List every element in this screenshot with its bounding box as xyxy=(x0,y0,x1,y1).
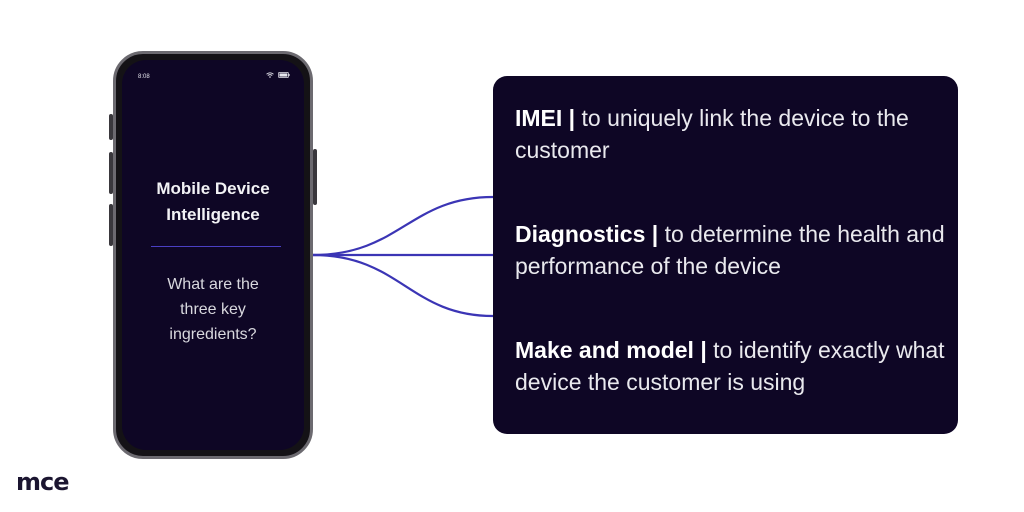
phone-mockup: 8:08 Mobile Device Int xyxy=(109,51,317,459)
status-time: 8:08 xyxy=(138,74,150,80)
phone-side-button xyxy=(313,149,317,205)
wifi-icon xyxy=(266,72,274,78)
ingredient-make-and-model: Make and model | to identify exactly wha… xyxy=(515,334,945,398)
ingredient-diagnostics: Diagnostics | to determine the health an… xyxy=(515,218,945,282)
connector-to-item-3 xyxy=(312,253,494,318)
phone-side-button xyxy=(109,114,113,140)
ingredient-description: to determine the health and performance … xyxy=(515,221,945,279)
ingredient-label: IMEI | xyxy=(515,105,576,131)
ingredient-label: Diagnostics | xyxy=(515,221,659,247)
phone-question: What are the three key ingredients? xyxy=(167,276,259,343)
status-icons xyxy=(266,72,290,78)
ingredients-card: IMEI | to uniquely link the device to th… xyxy=(493,76,958,434)
ingredient-description: to identify exactly what device the cust… xyxy=(515,337,945,395)
phone-divider xyxy=(151,246,281,247)
ingredient-imei: IMEI | to uniquely link the device to th… xyxy=(515,102,945,166)
connector-to-item-1 xyxy=(312,195,494,257)
battery-icon xyxy=(278,72,290,78)
mce-logo: mce xyxy=(16,468,70,496)
ingredient-label: Make and model | xyxy=(515,337,707,363)
phone-side-button xyxy=(109,152,113,194)
phone-title: Mobile Device Intelligence xyxy=(156,179,270,224)
phone-side-button xyxy=(109,204,113,246)
phone-screen: 8:08 Mobile Device Int xyxy=(122,60,304,450)
ingredient-description: to uniquely link the device to the custo… xyxy=(515,105,909,163)
